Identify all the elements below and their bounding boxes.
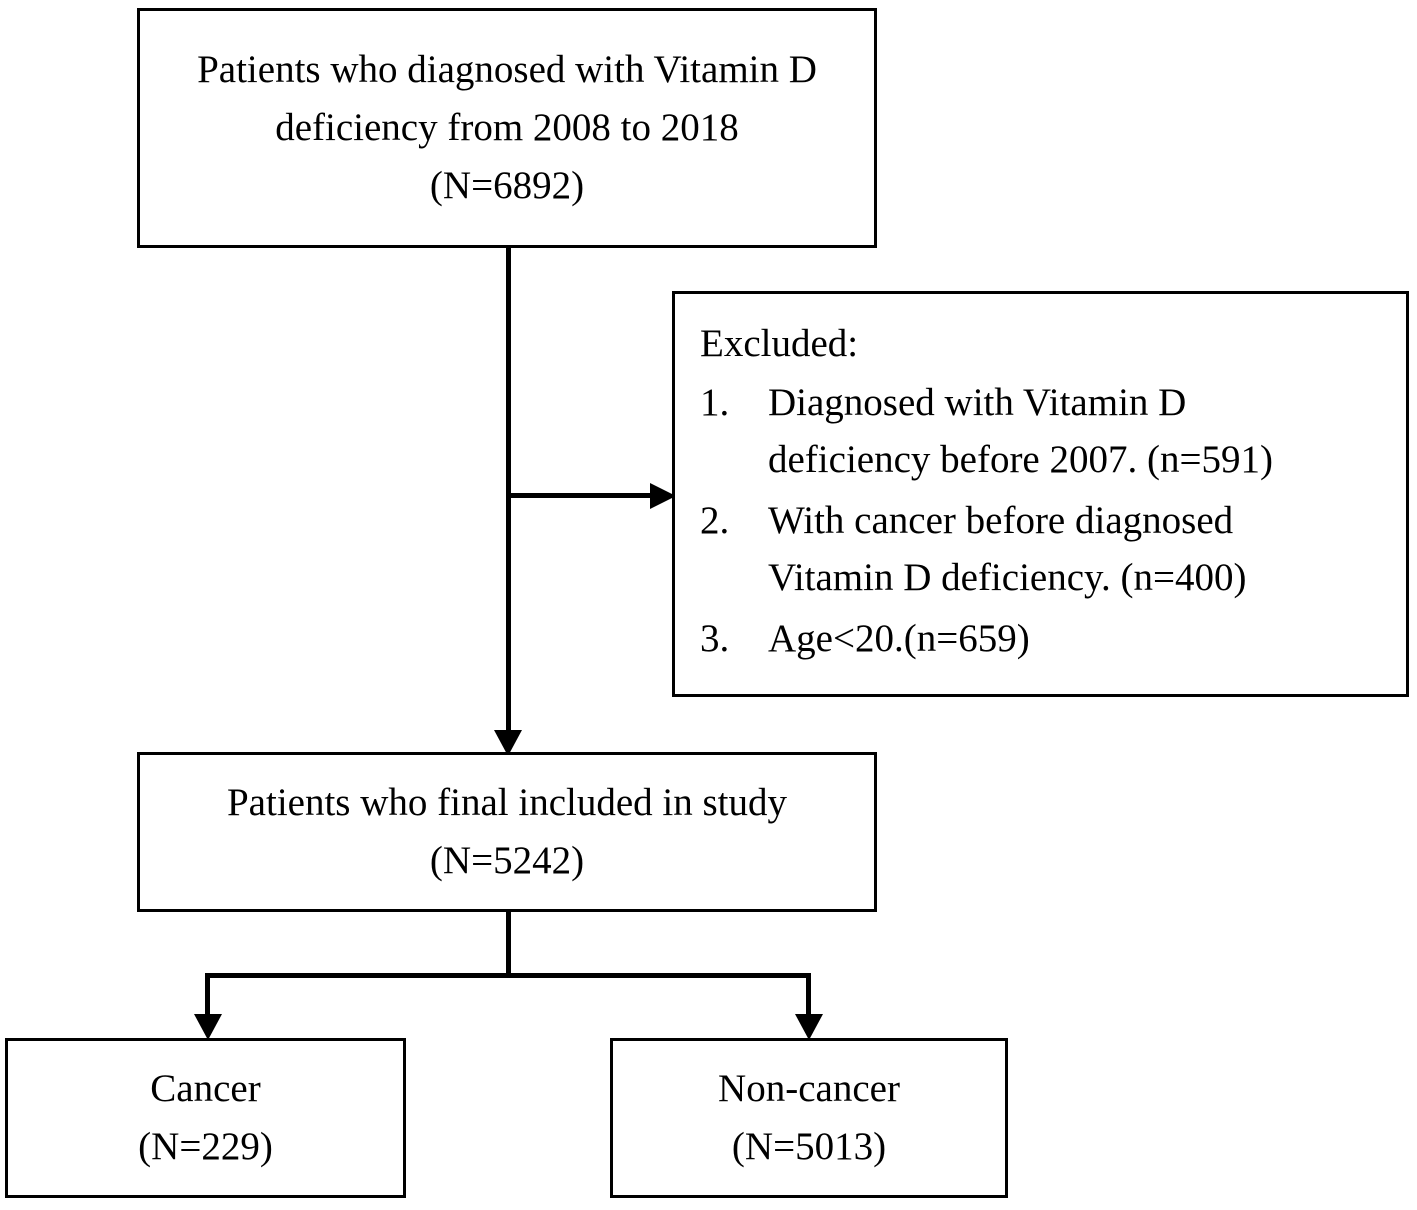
connector-trunk-included-to-split <box>506 912 511 977</box>
arrowhead-down-icon <box>194 1014 222 1040</box>
flow-box-enrolled: Patients who diagnosed with Vitamin D de… <box>137 8 877 248</box>
excluded-item-2-line-2: Vitamin D deficiency. (n=400) <box>768 556 1247 599</box>
noncancer-count: (N=5013) <box>731 1125 887 1168</box>
enrolled-line-1: Patients who diagnosed with Vitamin D <box>197 48 817 91</box>
excluded-title: Excluded: <box>700 322 859 365</box>
cancer-label: Cancer <box>150 1067 261 1110</box>
enrolled-count: (N=6892) <box>429 164 585 207</box>
excluded-item-1-line-1: Diagnosed with Vitamin D <box>768 381 1187 424</box>
flow-box-noncancer: Non-cancer (N=5013) <box>610 1038 1008 1198</box>
excluded-item-1: 1. Diagnosed with Vitamin D deficiency b… <box>675 374 1406 488</box>
excluded-reason-list: 1. Diagnosed with Vitamin D deficiency b… <box>675 370 1406 667</box>
flow-box-cancer: Cancer (N=229) <box>5 1038 406 1198</box>
excluded-item-1-line-2: deficiency before 2007. (n=591) <box>768 438 1273 481</box>
arrowhead-right-icon <box>650 483 676 509</box>
connector-drop-to-noncancer <box>806 973 811 1023</box>
excluded-item-2-line-1: With cancer before diagnosed <box>768 499 1234 542</box>
excluded-item-2-number: 2. <box>700 499 730 542</box>
connector-branch-to-excluded <box>506 493 656 498</box>
noncancer-label: Non-cancer <box>718 1067 900 1110</box>
included-line-1: Patients who final included in study <box>226 781 787 824</box>
arrowhead-down-icon <box>494 730 522 756</box>
excluded-item-2: 2. With cancer before diagnosed Vitamin … <box>675 492 1406 606</box>
connector-drop-to-cancer <box>205 973 210 1023</box>
excluded-item-3: 3. Age<20.(n=659) <box>675 610 1406 667</box>
flow-box-excluded: Excluded: 1. Diagnosed with Vitamin D de… <box>672 291 1409 697</box>
connector-trunk-enrolled-to-included <box>506 248 511 734</box>
cancer-count: (N=229) <box>138 1125 273 1168</box>
connector-split-bar <box>205 973 811 978</box>
enrolled-line-2: deficiency from 2008 to 2018 <box>275 106 739 149</box>
excluded-item-3-number: 3. <box>700 617 730 660</box>
arrowhead-down-icon <box>795 1014 823 1040</box>
included-count: (N=5242) <box>429 839 585 882</box>
flow-box-included: Patients who final included in study (N=… <box>137 752 877 912</box>
excluded-item-1-number: 1. <box>700 381 730 424</box>
excluded-item-3-line-1: Age<20.(n=659) <box>768 617 1030 660</box>
